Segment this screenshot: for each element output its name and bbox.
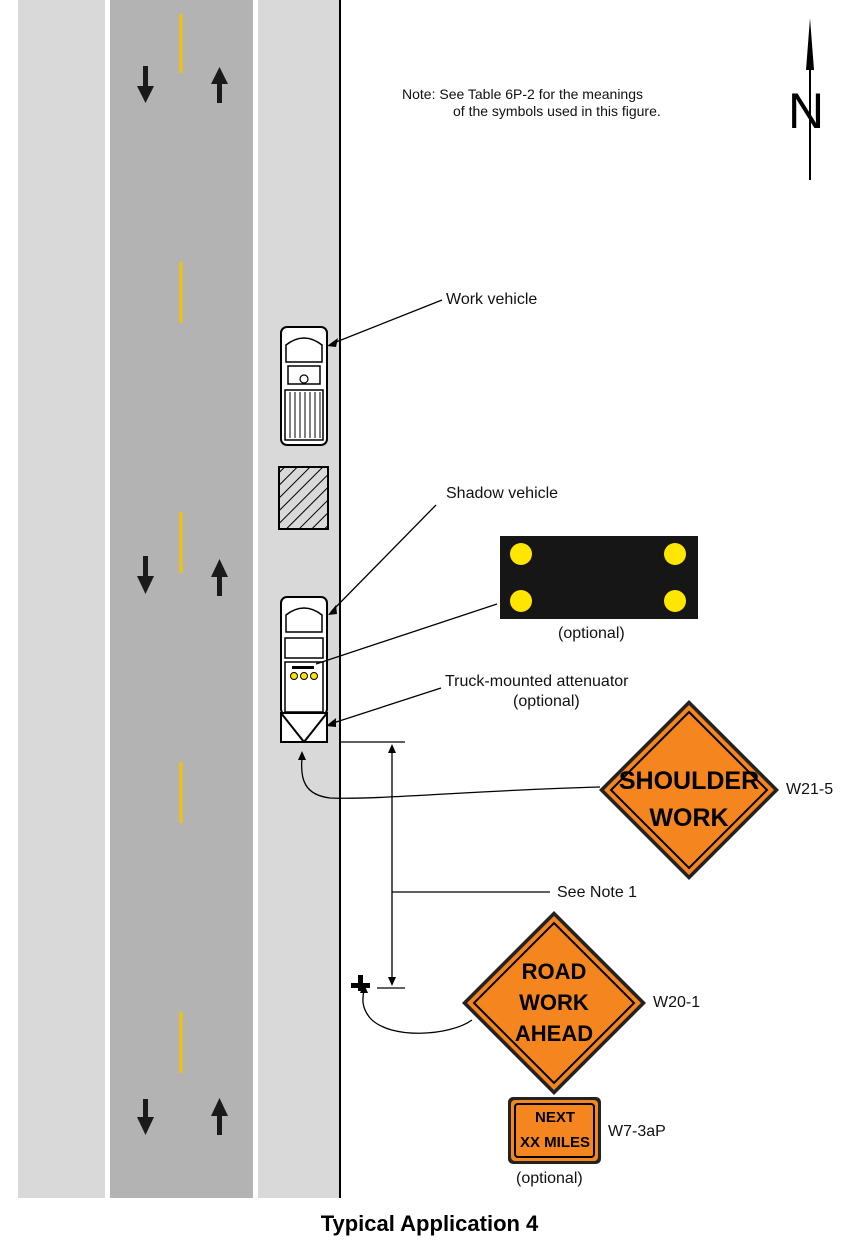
road-work-ahead-sign: ROAD WORK AHEAD: [462, 911, 646, 1095]
shadow-vehicle-icon: [280, 596, 328, 716]
dimension-arrowheads: [388, 744, 396, 986]
truck-mounted-attenuator-icon: [280, 712, 328, 743]
see-note-label: See Note 1: [557, 884, 638, 901]
north-label: N: [788, 83, 824, 139]
sign-w7-3ap-line1: NEXT: [535, 1109, 575, 1126]
southbound-arrow-icon: [137, 66, 154, 103]
travel-lanes: [110, 0, 253, 1198]
west-shoulder: [18, 0, 105, 1198]
sign-w21-5-line1: SHOULDER: [619, 767, 759, 795]
southbound-arrow-icon: [137, 556, 154, 594]
shadow-vehicle-label: Shadow vehicle: [446, 485, 559, 502]
tma-label-line2: (optional): [513, 693, 580, 710]
figure-note: Note: See Table 6P-2 for the meanings of…: [402, 86, 661, 120]
arrow-board: [500, 536, 698, 619]
southbound-arrow-icon: [137, 1099, 154, 1135]
sign-w7-3ap-line2: XX MILES: [520, 1134, 590, 1151]
work-vehicle-label: Work vehicle: [446, 291, 538, 308]
buffer-space: [278, 466, 329, 530]
northbound-arrow-icon: [211, 67, 228, 103]
sign-w20-1-line3: AHEAD: [515, 1021, 593, 1046]
w7-3ap-optional-label: (optional): [516, 1170, 583, 1187]
w21-5-code-label: W21-5: [786, 781, 834, 798]
w20-1-code-label: W20-1: [653, 994, 701, 1011]
note-line-2: of the symbols used in this figure.: [453, 103, 661, 119]
sign-w20-1-line2: WORK: [519, 990, 589, 1015]
tma-label-line1: Truck-mounted attenuator: [445, 673, 629, 690]
sign-w20-1-line1: ROAD: [522, 959, 587, 984]
work-vehicle-icon: [280, 326, 328, 446]
figure-title: Typical Application 4: [320, 1211, 539, 1236]
w7-3ap-code-label: W7-3aP: [608, 1123, 666, 1140]
lane-arrows: [137, 66, 228, 1135]
note-line-1: Note: See Table 6P-2 for the meanings: [402, 86, 644, 102]
northbound-arrow-icon: [211, 559, 228, 596]
advance-warning-dimension: [340, 741, 550, 989]
sign-post-icon: [351, 975, 370, 991]
north-arrow-icon: [806, 18, 814, 180]
sign-w21-5-line2: WORK: [649, 804, 728, 832]
leader-lines: [300, 299, 601, 1034]
arrow-board-optional-label: (optional): [558, 625, 625, 642]
shoulder-work-sign: SHOULDER WORK: [599, 700, 779, 880]
northbound-arrow-icon: [211, 1098, 228, 1135]
next-xx-miles-plaque: NEXT XX MILES: [508, 1097, 601, 1164]
